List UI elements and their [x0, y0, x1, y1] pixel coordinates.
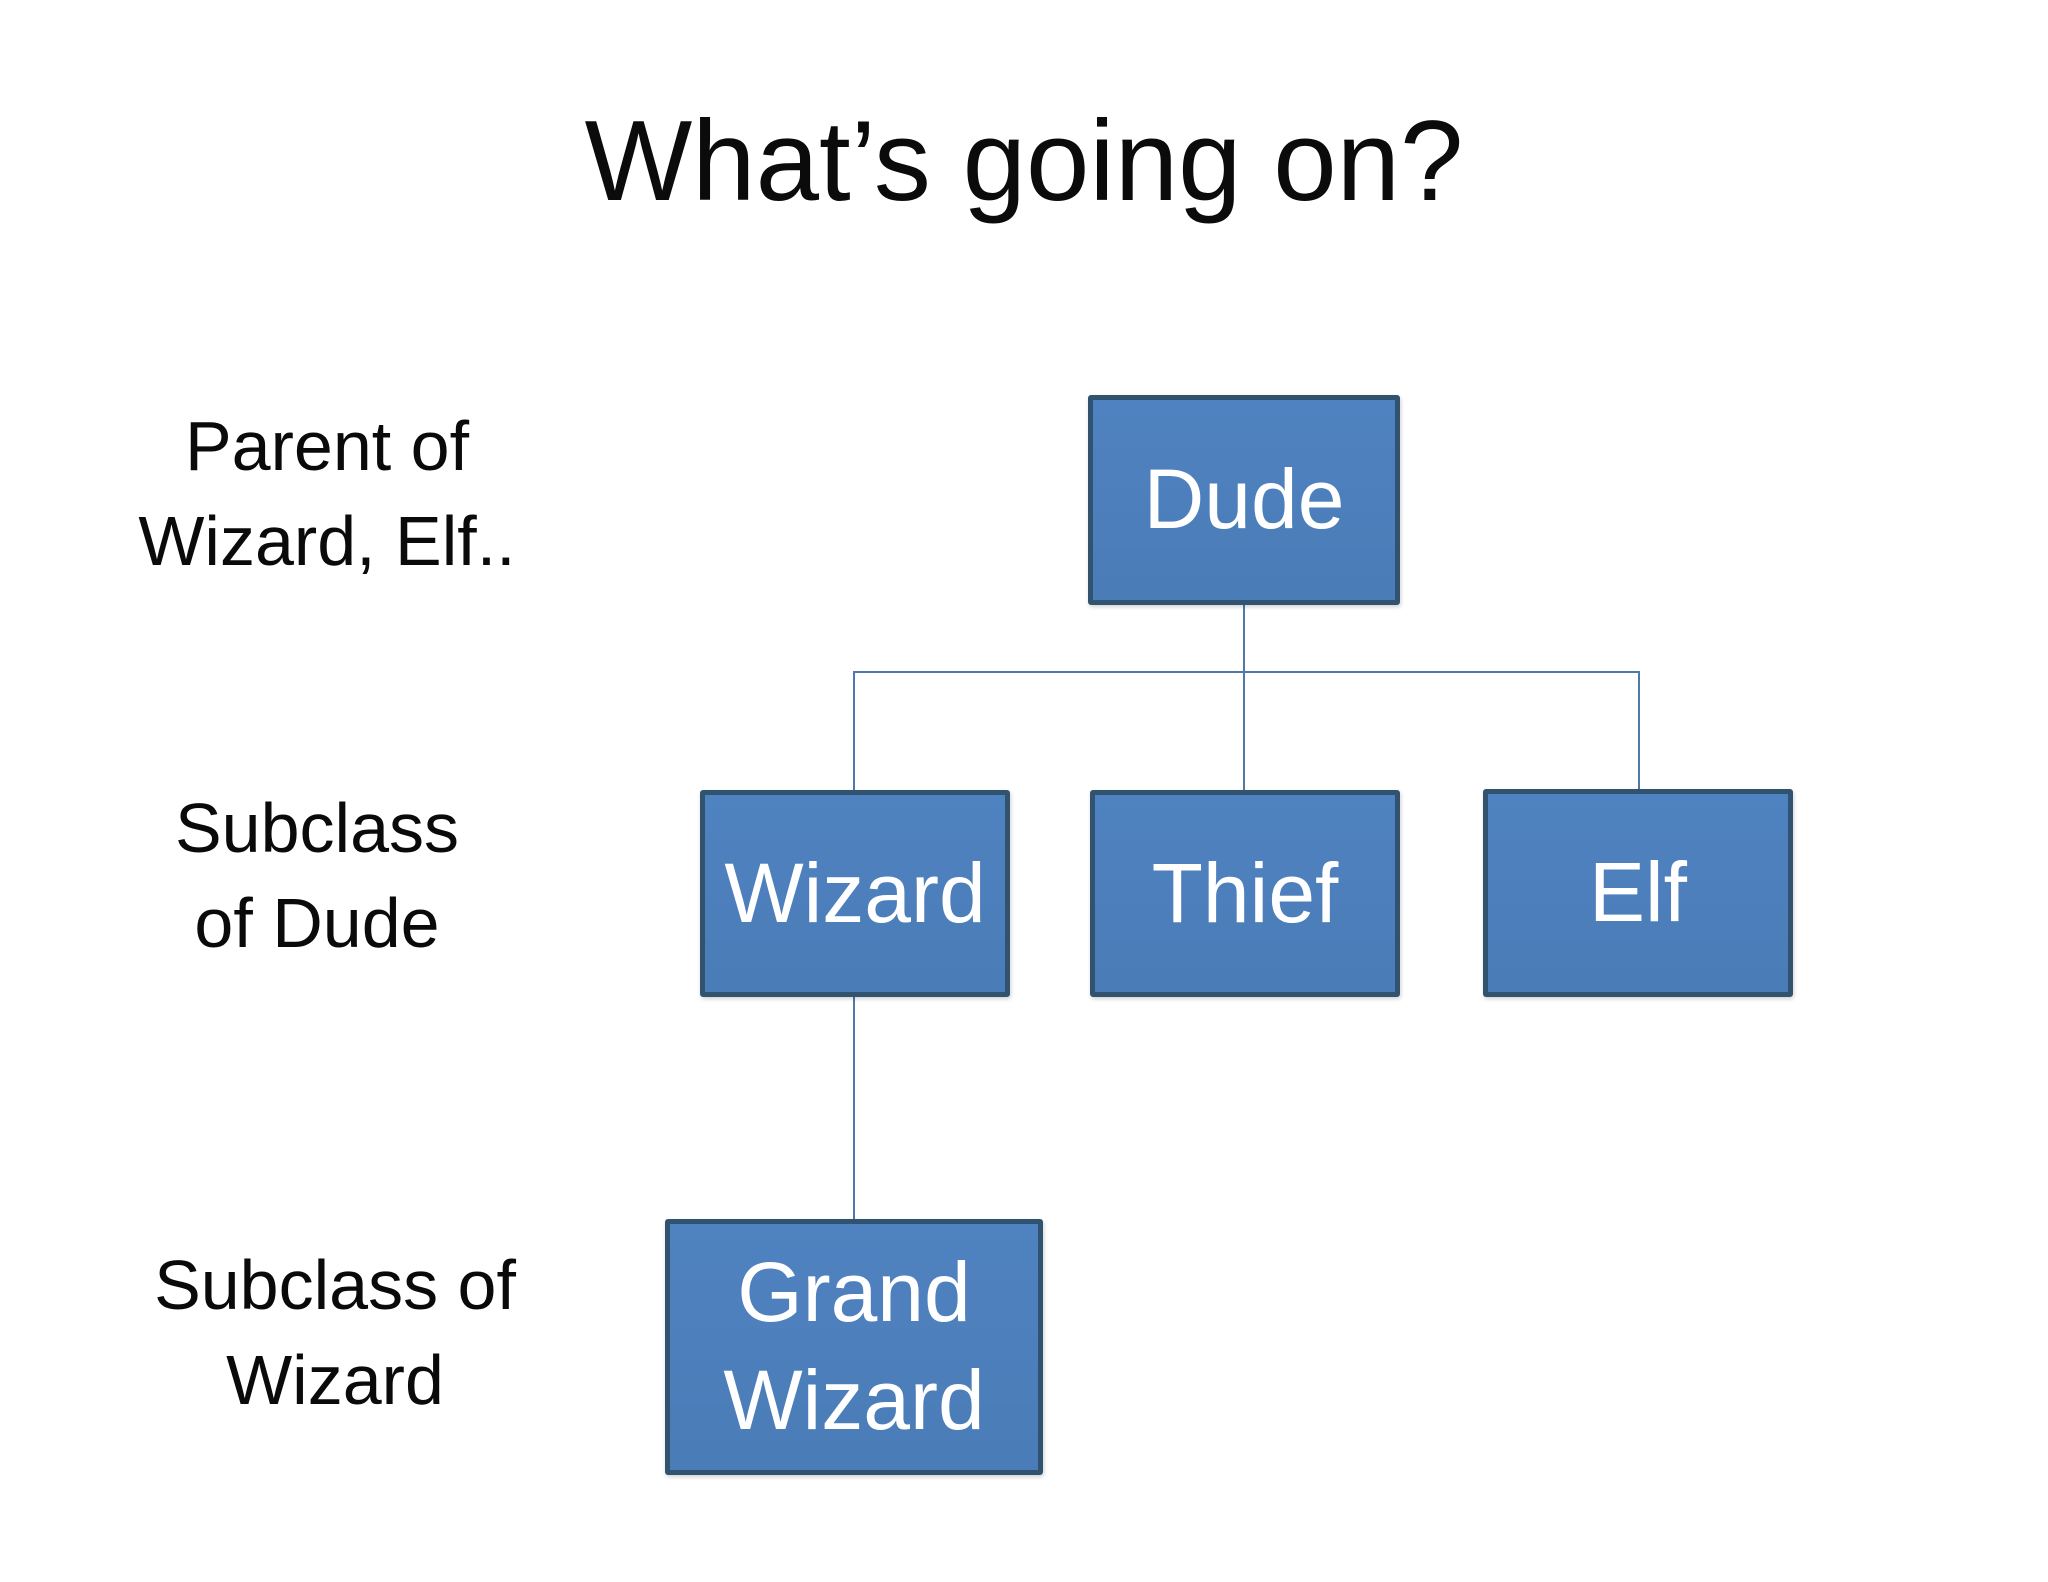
node-elf: Elf — [1483, 789, 1793, 997]
annotation-line: Wizard, Elf.. — [138, 502, 516, 580]
node-thief: Thief — [1090, 790, 1400, 997]
annotation-line: Wizard — [226, 1341, 444, 1419]
annotation-line: Subclass — [174, 789, 460, 867]
annotation-line: Parent of — [184, 407, 470, 485]
node-wizard: Wizard — [700, 790, 1010, 997]
annotation-line: Subclass of — [154, 1246, 516, 1324]
node-grand-wizard: Grand Wizard — [665, 1219, 1043, 1475]
slide-title: What’s going on? — [584, 98, 1464, 225]
node-dude: Dude — [1088, 395, 1400, 605]
annotation-subclass-of-wizard: Subclass of Wizard — [85, 1238, 585, 1428]
annotation-parent-of: Parent of Wizard, Elf.. — [77, 399, 577, 589]
annotation-line: of Dude — [194, 884, 440, 962]
annotation-subclass-of-dude: Subclass of Dude — [67, 781, 567, 971]
